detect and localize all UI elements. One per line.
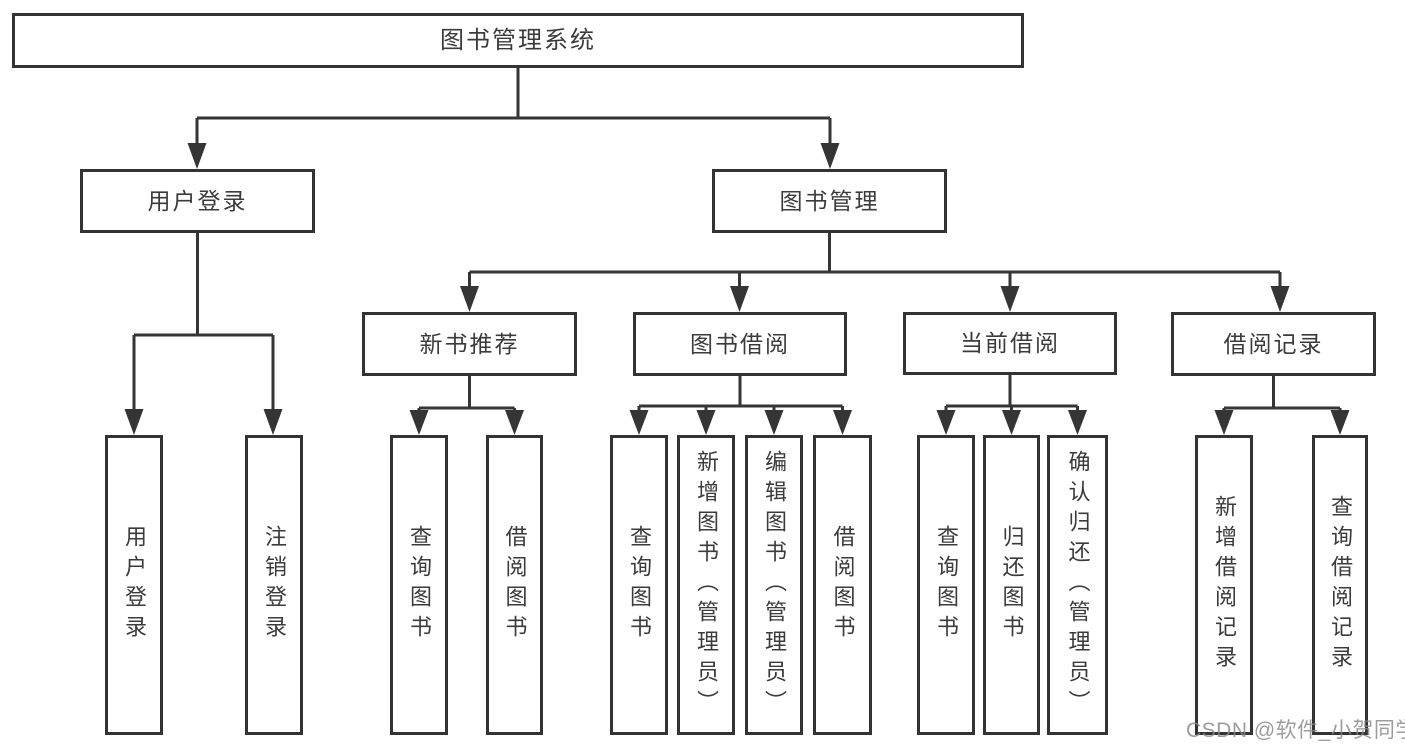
node-library-management-system: 图书管理系统 [12,13,1024,68]
csdn-watermark: CSDN @软件_小贺同学 [1186,719,1405,742]
leaf-borrow-books: 借阅图书 [813,435,872,735]
node-user-login: 用户登录 [80,169,315,233]
node-new-book-recommend: 新书推荐 [362,312,577,376]
leaf-logout: 注销登录 [245,435,303,735]
leaf-add-book-admin: 新增图书（管理员） [677,435,735,735]
leaf-borrow-books-recommend: 借阅图书 [486,435,543,735]
arrowheads [124,143,1350,435]
node-book-borrow: 图书借阅 [633,312,847,376]
leaf-query-books-recommend: 查询图书 [390,435,448,735]
leaf-add-borrow-record: 新增借阅记录 [1195,435,1253,735]
node-current-borrow: 当前借阅 [903,312,1117,375]
leaf-query-borrow-record: 查询借阅记录 [1312,435,1368,735]
leaf-edit-book-admin: 编辑图书（管理员） [745,435,803,735]
leaf-confirm-return-admin: 确认归还（管理员） [1047,435,1108,735]
leaf-query-books-current: 查询图书 [917,435,975,735]
node-book-management: 图书管理 [712,169,947,233]
node-borrow-records: 借阅记录 [1171,312,1376,376]
leaf-return-book: 归还图书 [983,435,1040,735]
leaf-user-login: 用户登录 [105,435,163,735]
leaf-query-books-borrow: 查询图书 [610,435,668,735]
